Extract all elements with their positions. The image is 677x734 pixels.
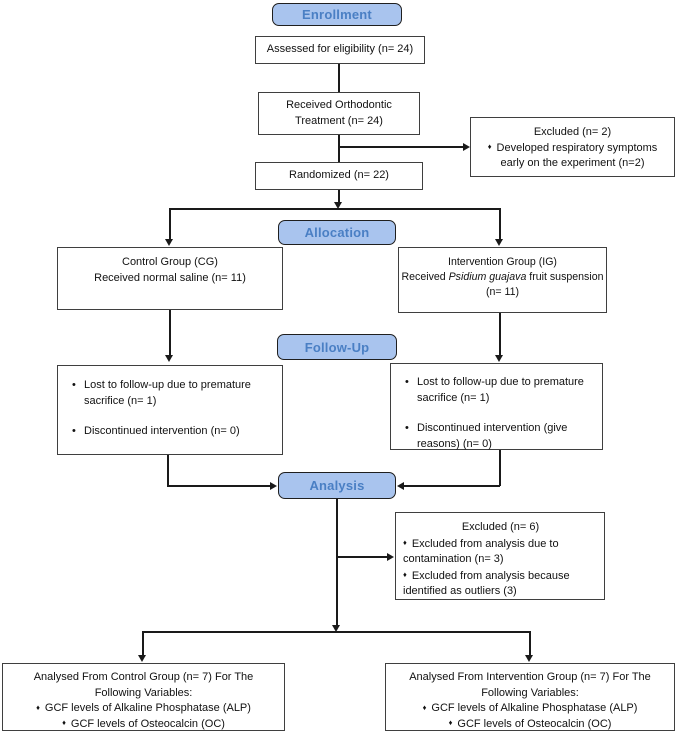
- connector-line: [142, 631, 144, 656]
- box-assessed-text: Assessed for eligibility (n= 24): [266, 43, 414, 56]
- connector-line: [339, 146, 463, 148]
- stage-analysis-label: Analysis: [309, 478, 365, 493]
- box-excluded-analysis: Excluded (n= 6) Excluded from analysis d…: [395, 512, 605, 600]
- arrowhead-icon: [397, 481, 404, 490]
- followup-control-bullet: Discontinued intervention (n= 0): [70, 424, 272, 440]
- arrowhead-icon: [525, 655, 533, 662]
- box-analysed-intervention-bullet: GCF levels of Alkaline Phosphatase (ALP): [423, 701, 637, 717]
- box-analysed-control: Analysed From Control Group (n= 7) For T…: [2, 663, 285, 731]
- box-analysed-control-bullet: GCF levels of Alkaline Phosphatase (ALP): [36, 701, 251, 717]
- connector-line: [142, 631, 531, 633]
- box-analysed-intervention-bullet: GCF levels of Osteocalcin (OC): [449, 717, 611, 733]
- connector-line: [167, 455, 169, 486]
- connector-line: [336, 499, 338, 626]
- arrowhead-icon: [387, 552, 394, 561]
- connector-line: [338, 190, 340, 203]
- connector-line: [403, 485, 500, 487]
- box-excluded-analysis-bullet: Excluded from analysis because identifie…: [403, 569, 598, 600]
- followup-control-bullet: Lost to follow-up due to premature sacri…: [70, 378, 272, 409]
- box-analysed-control-title: Analysed From Control Group (n= 7) For T…: [33, 671, 254, 699]
- arrowhead-icon: [495, 355, 503, 362]
- box-intervention-group: Intervention Group (IG) Received Psidium…: [398, 247, 607, 313]
- connector-line: [499, 208, 501, 240]
- arrowhead-icon: [495, 239, 503, 246]
- box-randomized-text: Randomized (n= 22): [289, 169, 389, 182]
- connector-line: [337, 556, 388, 558]
- connector-line: [167, 485, 271, 487]
- box-control-group: Control Group (CG) Received normal salin…: [57, 247, 283, 310]
- stage-enrollment-label: Enrollment: [302, 7, 372, 22]
- followup-intervention-bullet: Discontinued intervention (give reasons)…: [403, 421, 594, 452]
- stage-followup: Follow-Up: [277, 334, 397, 360]
- box-excluded-analysis-title: Excluded (n= 6): [461, 521, 540, 533]
- arrowhead-icon: [270, 481, 277, 490]
- arrowhead-icon: [165, 239, 173, 246]
- box-control-line1: Control Group (CG): [122, 256, 218, 268]
- connector-line: [169, 208, 171, 240]
- arrowhead-icon: [332, 625, 340, 632]
- box-received-treatment: Received Orthodontic Treatment (n= 24): [258, 92, 420, 135]
- connector-line: [338, 64, 340, 92]
- arrowhead-icon: [463, 142, 470, 151]
- box-intervention-line3: (n= 11): [485, 286, 520, 299]
- box-intervention-line1: Intervention Group (IG): [448, 256, 557, 268]
- box-followup-control: Lost to follow-up due to premature sacri…: [57, 365, 283, 455]
- connector-line: [529, 631, 531, 656]
- stage-allocation-label: Allocation: [304, 225, 370, 240]
- box-analysed-intervention-title: Analysed From Intervention Group (n= 7) …: [409, 671, 651, 699]
- box-analysed-intervention: Analysed From Intervention Group (n= 7) …: [385, 663, 675, 731]
- arrowhead-icon: [334, 202, 342, 209]
- stage-enrollment: Enrollment: [272, 3, 402, 26]
- followup-intervention-bullet: Lost to follow-up due to premature sacri…: [403, 375, 594, 406]
- box-excluded-enrollment-bullet: Developed respiratory symptoms early on …: [475, 141, 671, 172]
- arrowhead-icon: [165, 355, 173, 362]
- arrowhead-icon: [138, 655, 146, 662]
- box-assessed: Assessed for eligibility (n= 24): [255, 36, 425, 64]
- box-analysed-control-bullet: GCF levels of Osteocalcin (OC): [62, 717, 225, 733]
- stage-allocation: Allocation: [278, 220, 396, 245]
- box-excluded-enrollment-title: Excluded (n= 2): [533, 126, 612, 138]
- box-intervention-line2: Received Psidium guajava fruit suspensio…: [401, 271, 604, 284]
- connector-line: [169, 310, 171, 356]
- box-followup-intervention: Lost to follow-up due to premature sacri…: [390, 363, 603, 450]
- box-control-line2: Received normal saline (n= 11): [94, 271, 246, 284]
- stage-followup-label: Follow-Up: [304, 339, 370, 355]
- box-excluded-analysis-bullet: Excluded from analysis due to contaminat…: [403, 537, 598, 568]
- connector-line: [499, 450, 501, 486]
- connector-line: [169, 208, 500, 210]
- box-randomized: Randomized (n= 22): [255, 162, 423, 190]
- box-received-line2: Treatment (n= 24): [295, 114, 383, 127]
- connector-line: [499, 313, 501, 356]
- connector-line: [338, 135, 340, 162]
- stage-analysis: Analysis: [278, 472, 396, 499]
- box-received-line1: Received Orthodontic: [286, 98, 392, 111]
- box-excluded-enrollment: Excluded (n= 2) Developed respiratory sy…: [470, 117, 675, 177]
